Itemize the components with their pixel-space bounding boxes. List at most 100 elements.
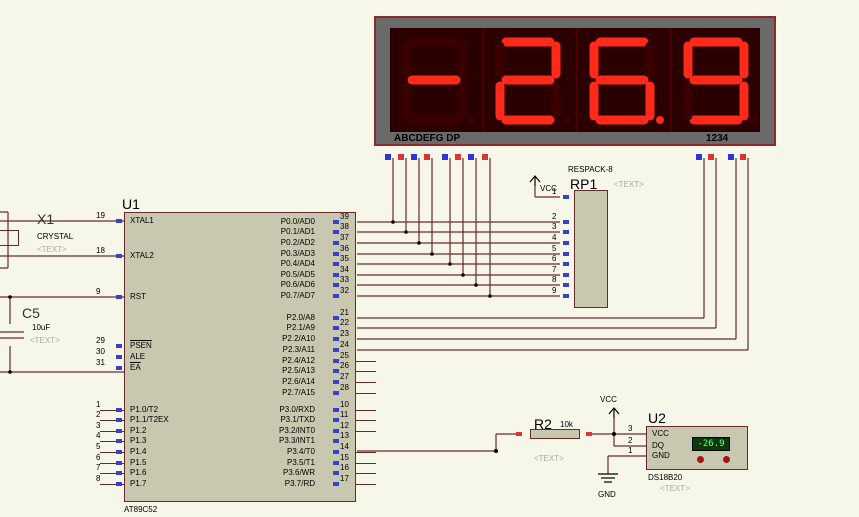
pin-marker[interactable] xyxy=(333,316,339,320)
mcu-pin-name: P2.5/A13 xyxy=(282,366,315,375)
pin-marker[interactable] xyxy=(116,429,122,433)
respack-pin-number: 9 xyxy=(552,286,557,295)
pin-marker[interactable] xyxy=(333,294,339,298)
pin-marker[interactable] xyxy=(563,195,569,199)
display-pin-marker[interactable] xyxy=(708,154,714,160)
pin-marker[interactable] xyxy=(333,439,339,443)
pin-marker[interactable] xyxy=(563,262,569,266)
mcu-pin-name: P2.2/A10 xyxy=(282,334,315,343)
mcu-pin-number: 2 xyxy=(96,410,101,419)
pin-marker[interactable] xyxy=(563,230,569,234)
segment-dp xyxy=(468,116,476,124)
sensor-body[interactable]: -26.9 xyxy=(646,426,748,470)
pin-marker[interactable] xyxy=(116,482,122,486)
crystal-text: <TEXT> xyxy=(37,245,67,254)
pin-marker[interactable] xyxy=(116,355,122,359)
pin-marker[interactable] xyxy=(116,471,122,475)
pin-marker[interactable] xyxy=(116,418,122,422)
pin-marker[interactable] xyxy=(116,439,122,443)
pin-marker[interactable] xyxy=(333,273,339,277)
pin-marker[interactable] xyxy=(333,471,339,475)
pin-marker[interactable] xyxy=(586,432,592,436)
pin-marker[interactable] xyxy=(116,219,122,223)
pin-marker[interactable] xyxy=(116,344,122,348)
display-pin-marker[interactable] xyxy=(468,154,474,160)
pin-marker[interactable] xyxy=(116,461,122,465)
pin-marker[interactable] xyxy=(563,283,569,287)
pin-stub xyxy=(100,452,124,454)
display-pin-marker[interactable] xyxy=(728,154,734,160)
pin-marker[interactable] xyxy=(333,337,339,341)
display-pin-marker[interactable] xyxy=(411,154,417,160)
mcu-pin-name: P3.2/INT0 xyxy=(278,426,315,435)
pin-marker[interactable] xyxy=(516,432,522,436)
pin-marker[interactable] xyxy=(333,461,339,465)
pin-stub xyxy=(100,410,124,412)
pin-marker[interactable] xyxy=(563,273,569,277)
pin-marker[interactable] xyxy=(333,450,339,454)
gnd-label: GND xyxy=(598,490,616,499)
pin-marker[interactable] xyxy=(563,252,569,256)
mcu-pin-number: 7 xyxy=(96,463,101,472)
resistor-body[interactable] xyxy=(530,429,580,439)
mcu-pin-number: 17 xyxy=(340,474,349,483)
pin-stub xyxy=(356,420,376,422)
pin-marker[interactable] xyxy=(333,220,339,224)
temperature-readout: -26.9 xyxy=(692,437,730,451)
display-pin-marker[interactable] xyxy=(398,154,404,160)
pin-marker[interactable] xyxy=(333,380,339,384)
pin-marker[interactable] xyxy=(563,294,569,298)
pin-marker[interactable] xyxy=(563,241,569,245)
sensor-button-down[interactable] xyxy=(697,456,704,463)
mcu-pin-name: P1.6 xyxy=(130,468,147,477)
mcu-pin-number: 3 xyxy=(96,421,101,430)
crystal-body[interactable] xyxy=(0,230,19,246)
pin-marker[interactable] xyxy=(116,408,122,412)
pin-marker[interactable] xyxy=(333,391,339,395)
pin-marker[interactable] xyxy=(333,429,339,433)
pin-marker[interactable] xyxy=(563,220,569,224)
mcu-pin-number: 10 xyxy=(340,400,349,409)
pin-marker[interactable] xyxy=(333,369,339,373)
sensor-button-up[interactable] xyxy=(723,456,730,463)
pin-marker[interactable] xyxy=(333,241,339,245)
mcu-pin-name: P3.7/RD xyxy=(284,479,315,488)
pin-marker[interactable] xyxy=(333,283,339,287)
display-pin-marker[interactable] xyxy=(455,154,461,160)
mcu-pin-name: XTAL2 xyxy=(130,251,154,260)
display-pin-marker[interactable] xyxy=(385,154,391,160)
mcu-pin-name: P3.5/T1 xyxy=(286,458,315,467)
display-pin-marker[interactable] xyxy=(482,154,488,160)
pin-marker[interactable] xyxy=(333,326,339,330)
pin-marker[interactable] xyxy=(333,482,339,486)
pin-marker[interactable] xyxy=(333,348,339,352)
seven-segment-display[interactable]: ABCDEFG DP 1234 xyxy=(374,16,776,146)
pin-marker[interactable] xyxy=(333,230,339,234)
pin-marker[interactable] xyxy=(333,418,339,422)
pin-marker[interactable] xyxy=(116,366,122,370)
mcu-pin-name: P2.0/A8 xyxy=(286,313,315,322)
pin-marker[interactable] xyxy=(333,359,339,363)
display-pin-marker[interactable] xyxy=(740,154,746,160)
respack-body[interactable] xyxy=(574,190,608,308)
mcu-body[interactable] xyxy=(124,212,356,502)
pin-marker[interactable] xyxy=(116,295,122,299)
mcu-pin-name: P0.3/AD3 xyxy=(280,249,315,258)
sensor-pin-name: GND xyxy=(652,451,670,460)
mcu-pin-name: P1.7 xyxy=(130,479,147,488)
display-pin-marker[interactable] xyxy=(696,154,702,160)
digit-3 xyxy=(578,28,672,132)
digit-4 xyxy=(672,28,764,132)
mcu-pin-name: EA xyxy=(130,363,141,372)
display-pin-marker[interactable] xyxy=(442,154,448,160)
mcu-pin-name: P1.4 xyxy=(130,447,147,456)
resistor-text: <TEXT> xyxy=(534,454,564,463)
pin-marker[interactable] xyxy=(333,262,339,266)
pin-marker[interactable] xyxy=(116,450,122,454)
pin-marker[interactable] xyxy=(116,254,122,258)
display-pin-marker[interactable] xyxy=(424,154,430,160)
pin-marker[interactable] xyxy=(333,408,339,412)
pin-marker[interactable] xyxy=(333,252,339,256)
mcu-pin-number: 35 xyxy=(340,254,349,263)
mcu-pin-number: 24 xyxy=(340,340,349,349)
